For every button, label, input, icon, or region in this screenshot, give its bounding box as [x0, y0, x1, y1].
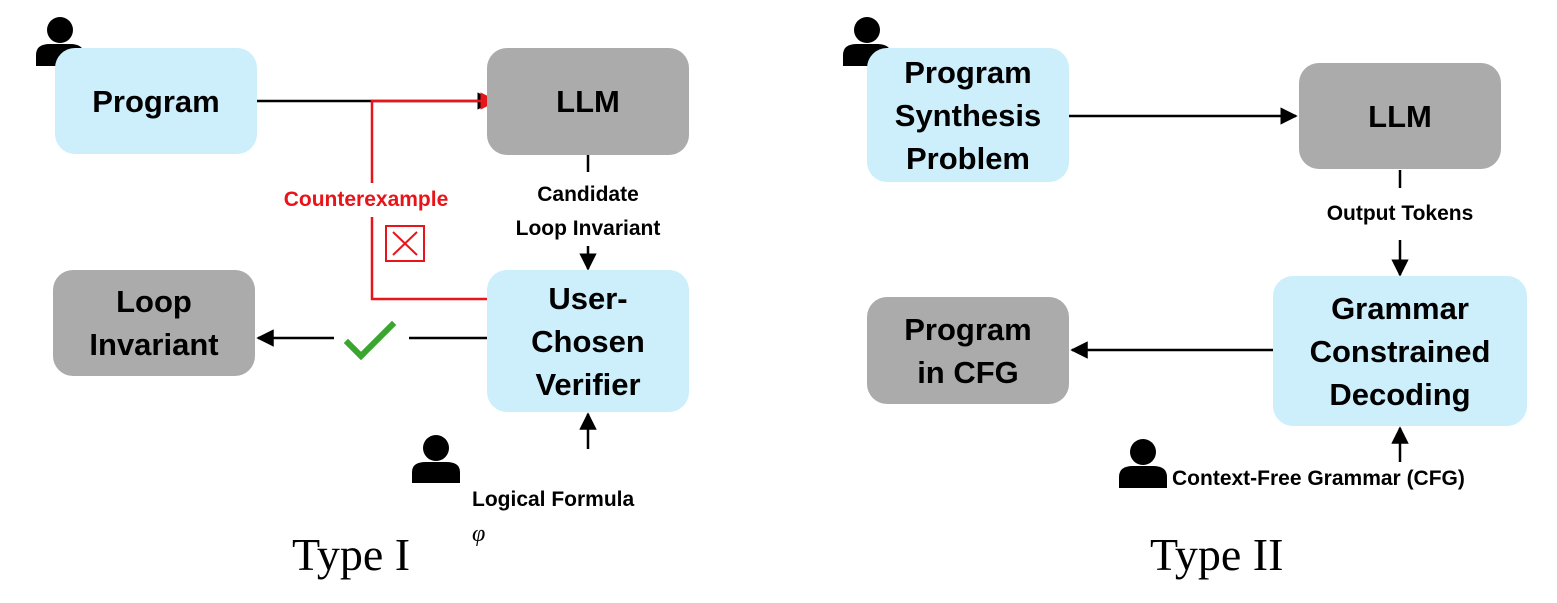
program-cfg-label: Program in CFG — [904, 311, 1032, 390]
user-icon — [1119, 439, 1167, 488]
llm-box-type1: LLM — [487, 48, 689, 155]
logical-formula-text: Logical Formula — [472, 488, 635, 511]
llm-label: LLM — [1368, 98, 1432, 134]
program-box: Program — [55, 48, 257, 154]
llm-box-type2: LLM — [1299, 63, 1501, 169]
program-cfg-box: Program in CFG — [867, 297, 1069, 404]
loop-invariant-box: Loop Invariant — [53, 270, 255, 376]
check-icon — [343, 320, 397, 361]
synthesis-problem-label: Program Synthesis Problem — [894, 54, 1042, 176]
cross-icon-box — [385, 225, 425, 262]
llm-label: LLM — [556, 84, 620, 119]
verifier-label: User- Chosen Verifier — [531, 280, 645, 402]
cfg-label: Context-Free Grammar (CFG) — [1172, 467, 1465, 490]
candidate-label: Candidate Loop Invariant — [488, 178, 688, 246]
output-tokens-label: Output Tokens — [1290, 197, 1510, 231]
synthesis-problem-box: Program Synthesis Problem — [867, 48, 1069, 182]
gcd-label: Grammar Constrained Decoding — [1309, 290, 1491, 412]
gcd-box: Grammar Constrained Decoding — [1273, 276, 1527, 426]
verifier-box: User- Chosen Verifier — [487, 270, 689, 412]
caption-type1: Type I — [292, 529, 411, 580]
phi-symbol: φ — [472, 521, 486, 547]
logical-formula-label: Logical Formula φ — [472, 449, 696, 552]
program-label: Program — [92, 83, 220, 119]
caption-type2: Type II — [1150, 529, 1284, 580]
loop-invariant-label: Loop Invariant — [89, 284, 219, 362]
user-icon — [412, 435, 460, 483]
cross-icon-b — [392, 231, 418, 256]
counterexample-label: Counterexample — [266, 183, 466, 217]
